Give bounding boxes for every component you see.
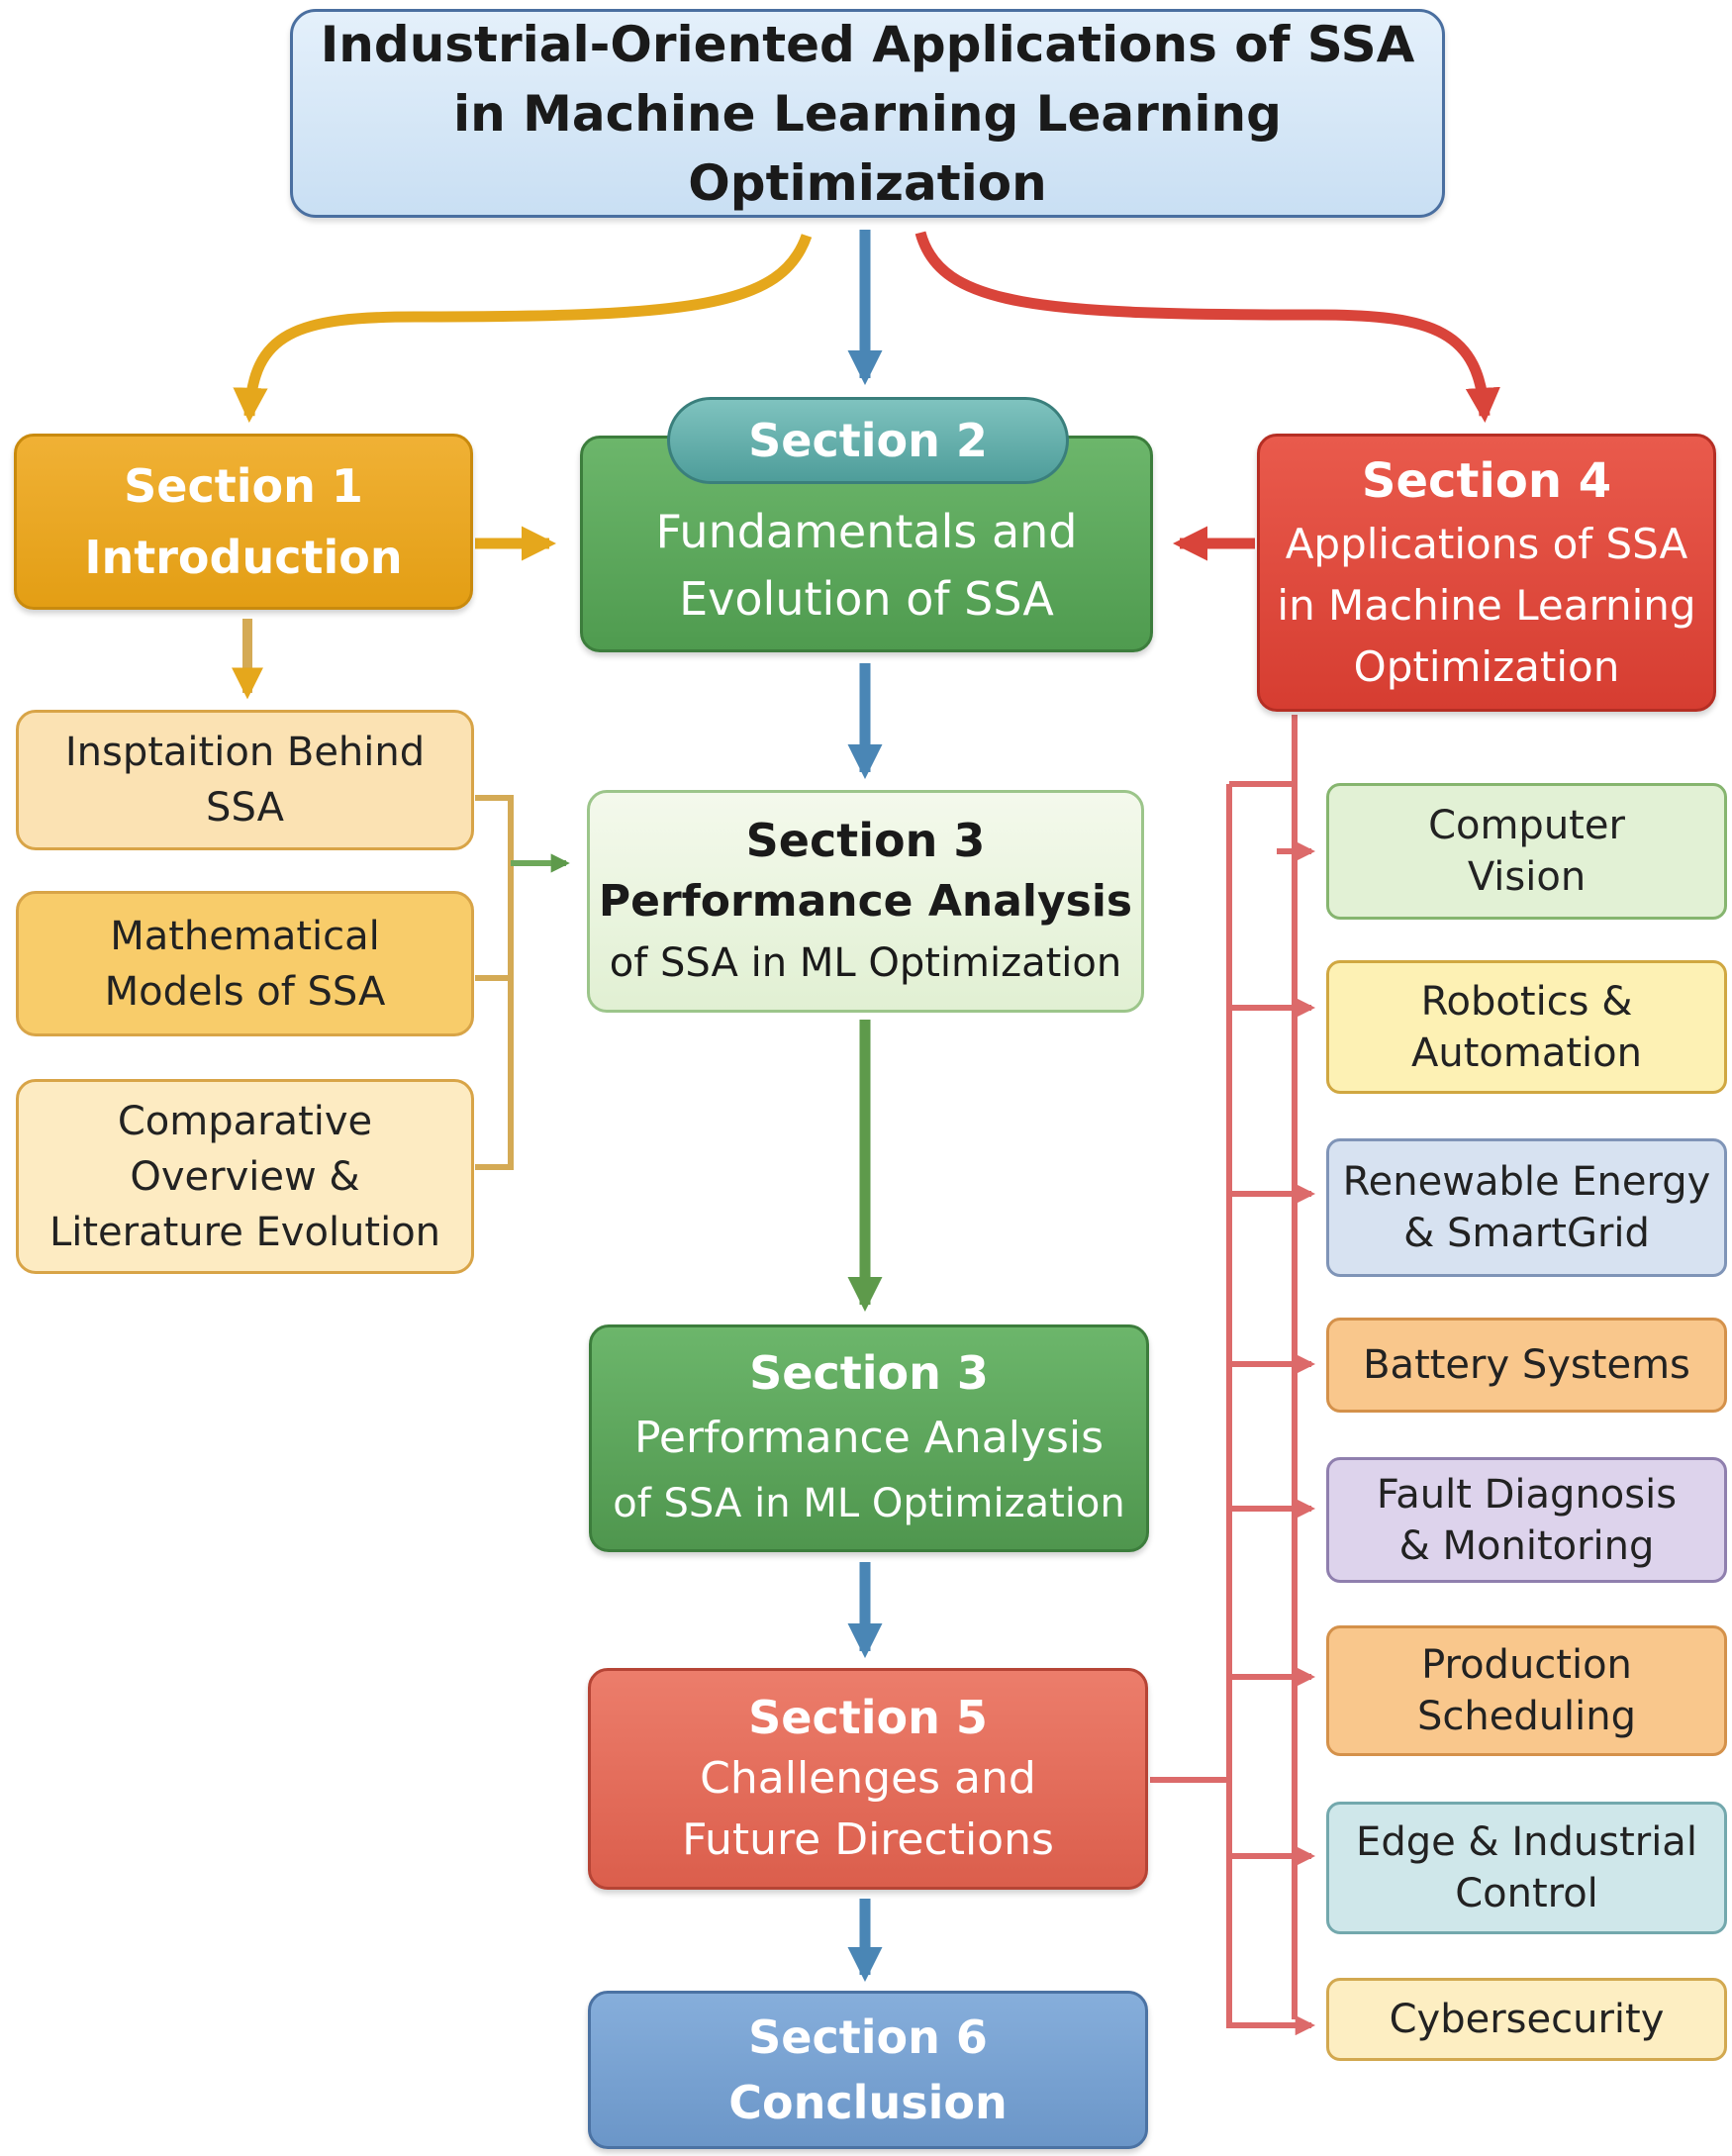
subtopic-mathematical-models[interactable]: Mathematical Models of SSA [16,891,474,1036]
section3-label: Section 3 [745,813,986,867]
subtopic-models-line-1: Mathematical [110,913,380,959]
section6-label: Section 6 [748,2010,988,2064]
section4-label: Section 4 [1361,452,1612,509]
app-robotics-automation[interactable]: Robotics & Automation [1326,960,1727,1094]
section1-name: Introduction [84,531,403,584]
app-cybersecurity[interactable]: Cybersecurity [1326,1978,1727,2061]
arrow-title-to-section4 [914,231,1500,424]
app-edge-industrial-control[interactable]: Edge & Industrial Control [1326,1802,1727,1934]
section3-line-2: of SSA in ML Optimization [609,939,1122,986]
app-renewable-line-1: Renewable Energy [1342,1159,1711,1205]
section3-performance-box[interactable]: Section 3 Performance Analysis of SSA in… [587,790,1144,1013]
section4-box[interactable]: Section 4 Applications of SSA in Machine… [1257,434,1716,712]
subtopic-overview-line-1: Comparative [117,1098,373,1144]
app-production-scheduling[interactable]: Production Scheduling [1326,1625,1727,1756]
section3-line-1: Performance Analysis [598,875,1133,927]
subtopic-inspiration-line-2: SSA [206,785,284,831]
app-edge-line-2: Control [1455,1871,1598,1916]
diagram-title: Industrial-Oriented Applications of SSA … [290,9,1445,218]
subtopic-overview-line-2: Overview & [130,1153,360,1200]
section3-green-line-1: Performance Analysis [633,1413,1105,1463]
app-fault-line-1: Fault Diagnosis [1376,1471,1678,1518]
app-cybersecurity-line-1: Cybersecurity [1389,1997,1665,2042]
section6-name: Conclusion [728,2076,1008,2129]
subtopic-inspiration-line-1: Insptaition Behind [64,730,426,775]
section1-box[interactable]: Section 1 Introduction [14,434,473,610]
app-robotics-line-2: Automation [1411,1029,1642,1076]
title-line-2: in Machine Learning Learning Optimizatio… [453,84,1282,212]
section5-line-1: Challenges and [700,1753,1036,1804]
section5-line-2: Future Directions [682,1814,1054,1865]
app-renewable-line-2: & SmartGrid [1403,1211,1650,1256]
section3-green-line-2: of SSA in ML Optimization [613,1481,1125,1526]
title-line-1: Industrial-Oriented Applications of SSA [320,15,1415,73]
app-computer-vision-line-1: Computer [1428,803,1625,848]
subtopic-comparative-overview[interactable]: Comparative Overview & Literature Evolut… [16,1079,474,1274]
app-production-line-1: Production [1421,1642,1632,1688]
subtopic-models-line-2: Models of SSA [104,968,386,1015]
section2-line-1: Fundamentals and [655,504,1078,558]
app-fault-diagnosis[interactable]: Fault Diagnosis & Monitoring [1326,1457,1727,1583]
trunk-section5 [1150,781,1295,2028]
app-robotics-line-1: Robotics & [1420,978,1633,1025]
section5-label: Section 5 [748,1691,988,1744]
app-renewable-energy[interactable]: Renewable Energy & SmartGrid [1326,1138,1727,1277]
app-battery-systems[interactable]: Battery Systems [1326,1318,1727,1413]
section2-label-tab: Section 2 [667,397,1069,484]
arrow-title-to-section1 [233,234,813,424]
section4-line-3: Optimization [1353,641,1620,691]
section4-line-1: Applications of SSA [1285,519,1688,568]
section1-label: Section 1 [124,459,363,513]
app-computer-vision-line-2: Vision [1467,854,1587,900]
subtopic-inspiration[interactable]: Insptaition Behind SSA [16,710,474,850]
section3-green-label: Section 3 [749,1346,989,1400]
section3-performance-green-box[interactable]: Section 3 Performance Analysis of SSA in… [589,1324,1149,1552]
app-fault-line-2: & Monitoring [1398,1522,1655,1569]
section2-line-2: Evolution of SSA [679,571,1054,626]
section6-box[interactable]: Section 6 Conclusion [588,1991,1148,2149]
subtopic-overview-line-3: Literature Evolution [48,1209,441,1255]
app-battery-line-1: Battery Systems [1363,1342,1690,1388]
section4-line-2: in Machine Learning [1277,580,1696,630]
bracket-subtopics [475,795,514,1170]
section5-box[interactable]: Section 5 Challenges and Future Directio… [588,1668,1148,1890]
app-production-line-2: Scheduling [1416,1694,1637,1739]
app-edge-line-1: Edge & Industrial [1356,1819,1697,1865]
app-computer-vision[interactable]: Computer Vision [1326,783,1727,920]
section2-label: Section 2 [748,414,988,467]
